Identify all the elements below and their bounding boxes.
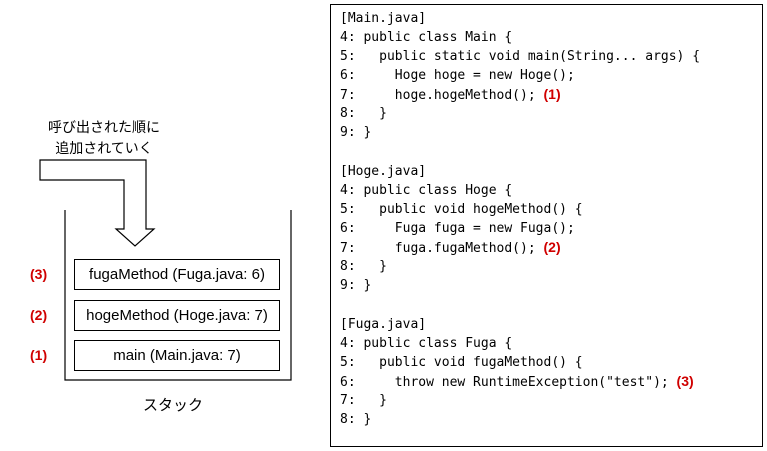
code-line: [Hoge.java] (340, 162, 583, 181)
code-text: 7: } (340, 393, 387, 408)
code-text: 8: } (340, 259, 387, 274)
code-text: [Hoge.java] (340, 164, 427, 179)
code-line: 8: } (340, 257, 583, 276)
code-text: [Main.java] (340, 11, 427, 26)
code-line: 6: Fuga fuga = new Fuga(); (340, 219, 583, 238)
stack-graphics (39, 159, 292, 381)
code-line: 9: } (340, 123, 700, 142)
code-line: 4: public class Main { (340, 28, 700, 47)
code-text: 7: hoge.hogeMethod(); (340, 88, 544, 103)
code-text: 8: } (340, 412, 372, 427)
code-line: [Main.java] (340, 9, 700, 28)
frame-number: (1) (30, 347, 48, 363)
code-line: 5: public void fugaMethod() { (340, 353, 694, 372)
code-text: 7: fuga.fugaMethod(); (340, 241, 544, 256)
code-text: 9: } (340, 278, 372, 293)
frame-number: (3) (30, 266, 48, 282)
code-block-hoge: [Hoge.java] 4: public class Hoge { 5: pu… (340, 162, 583, 295)
caption-line: 追加されていく (55, 141, 153, 157)
code-line: 7: } (340, 391, 694, 410)
code-line: 7: hoge.hogeMethod(); (1) (340, 85, 700, 104)
code-line: 4: public class Hoge { (340, 181, 583, 200)
code-block-main: [Main.java] 4: public class Main { 5: pu… (340, 9, 700, 142)
code-line: 5: public static void main(String... arg… (340, 47, 700, 66)
code-block-fuga: [Fuga.java] 4: public class Fuga { 5: pu… (340, 315, 694, 429)
code-line: 6: Hoge hoge = new Hoge(); (340, 66, 700, 85)
code-text: 5: public void fugaMethod() { (340, 355, 583, 370)
code-text: 5: public static void main(String... arg… (340, 49, 701, 64)
code-line: 4: public class Fuga { (340, 334, 694, 353)
code-line: 8: } (340, 410, 694, 429)
code-line: 5: public void hogeMethod() { (340, 200, 583, 219)
stack-caption: 呼び出された順に 追加されていく (14, 118, 194, 160)
code-text: 6: throw new RuntimeException("test"); (340, 375, 677, 390)
stack-frame: hogeMethod (Hoge.java: 7) (74, 300, 280, 331)
code-line: [Fuga.java] (340, 315, 694, 334)
call-marker: (1) (543, 86, 561, 102)
caption-line: 呼び出された順に (48, 120, 160, 136)
code-text: 4: public class Main { (340, 30, 513, 45)
code-line: 8: } (340, 104, 700, 123)
code-text: 6: Fuga fuga = new Fuga(); (340, 221, 575, 236)
frame-number: (2) (30, 307, 48, 323)
code-text: [Fuga.java] (340, 317, 427, 332)
call-marker: (3) (676, 373, 694, 389)
code-text: 9: } (340, 125, 372, 140)
code-text: 6: Hoge hoge = new Hoge(); (340, 68, 575, 83)
stack-frame: fugaMethod (Fuga.java: 6) (74, 259, 280, 290)
stack-container (64, 210, 292, 381)
code-text: 4: public class Fuga { (340, 336, 513, 351)
stack-label: スタック (142, 396, 203, 414)
code-text: 8: } (340, 106, 387, 121)
call-marker: (2) (543, 239, 561, 255)
code-text: 4: public class Hoge { (340, 183, 513, 198)
code-text: 5: public void hogeMethod() { (340, 202, 583, 217)
code-line: 6: throw new RuntimeException("test"); (… (340, 372, 694, 391)
code-line: 7: fuga.fugaMethod(); (2) (340, 238, 583, 257)
push-arrow (39, 159, 156, 247)
stack-frame: main (Main.java: 7) (74, 340, 280, 371)
code-line: 9: } (340, 276, 583, 295)
code-panel: [Main.java] 4: public class Main { 5: pu… (330, 4, 763, 447)
